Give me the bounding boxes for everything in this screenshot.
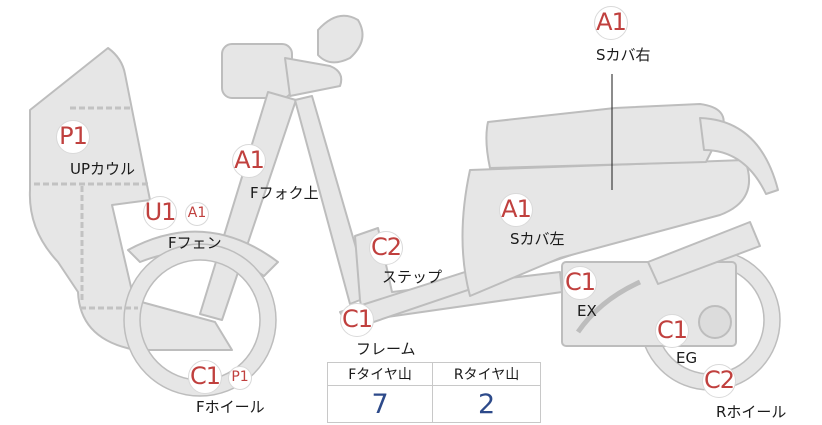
part-label-up-cowl: UPカウル — [70, 160, 136, 178]
table-header-row: Fタイヤ山 Rタイヤ山 — [326, 362, 541, 386]
table-row: 7 2 — [326, 385, 541, 423]
exhaust-shape — [575, 279, 642, 334]
part-code-scover-left: A1 — [499, 193, 533, 227]
value-rear-tire: 2 — [432, 385, 541, 423]
part-subcode-fwheel: P1 — [228, 366, 252, 390]
headlight-shape — [221, 43, 293, 99]
handlebar-shape — [284, 57, 343, 97]
part-label-eg: EG — [676, 349, 698, 367]
part-code-ffork-upper: A1 — [232, 144, 266, 178]
part-code-ffender: U1 — [143, 196, 177, 230]
part-code-fwheel: C1 — [188, 360, 222, 394]
front-fork-shape — [199, 91, 297, 321]
mirror-shape — [317, 14, 364, 64]
part-label-rwheel: Rホイール — [716, 403, 787, 421]
part-subcode-ffender: A1 — [185, 202, 209, 226]
header-rear-tire: Rタイヤ山 — [432, 362, 541, 386]
part-label-fwheel: Fホイール — [196, 398, 265, 416]
part-label-scover-left: Sカバ左 — [510, 230, 565, 248]
rear-hub-shape — [698, 305, 732, 339]
part-code-frame: C1 — [340, 303, 374, 337]
tire-tread-table: Fタイヤ山 Rタイヤ山 7 2 — [326, 362, 541, 423]
seat-shape — [485, 103, 725, 169]
part-code-ex: C1 — [563, 266, 597, 300]
part-code-step: C2 — [369, 231, 403, 265]
part-code-scover-right: A1 — [594, 6, 628, 40]
part-label-step: ステップ — [382, 268, 443, 286]
part-code-eg: C1 — [655, 314, 689, 348]
part-label-scover-right: Sカバ右 — [596, 46, 651, 64]
part-label-frame: フレーム — [356, 340, 416, 358]
tail-shape — [699, 117, 779, 195]
value-front-tire: 7 — [326, 385, 434, 423]
rear-shock-shape — [647, 221, 761, 285]
part-code-rwheel: C2 — [702, 364, 736, 398]
header-front-tire: Fタイヤ山 — [326, 362, 434, 386]
part-code-up-cowl: P1 — [56, 120, 90, 154]
part-label-ex: EX — [577, 302, 597, 320]
side-cover-shape — [461, 159, 750, 297]
part-label-ffork-upper: Fフォク上 — [250, 184, 319, 202]
part-label-ffender: Fフェン — [168, 234, 222, 252]
